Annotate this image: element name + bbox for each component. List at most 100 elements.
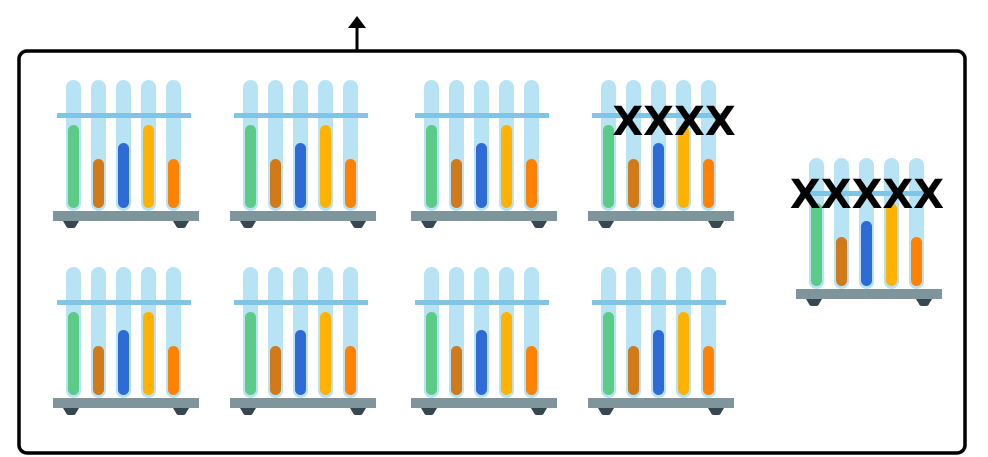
- test-tube: [474, 267, 489, 398]
- test-tube: [66, 80, 81, 211]
- tube-liquid: [703, 159, 714, 208]
- tube-liquid: [143, 125, 154, 208]
- rack-foot: [598, 221, 614, 228]
- tube-liquid: [603, 312, 614, 395]
- tube-liquid: [345, 159, 356, 208]
- test-tube: [524, 267, 539, 398]
- tube-liquid: [653, 330, 664, 395]
- test-tube: [499, 80, 514, 211]
- rack-foot: [240, 408, 256, 415]
- rack-bar: [57, 113, 191, 118]
- rack-bar: [234, 300, 368, 305]
- rack-foot: [63, 221, 79, 228]
- tube-liquid: [426, 312, 437, 395]
- test-tube: [701, 267, 716, 398]
- tube-liquid: [245, 312, 256, 395]
- tube-liquid: [143, 312, 154, 395]
- rack-stand: [53, 211, 199, 221]
- test-tube: [293, 267, 308, 398]
- test-tube: [676, 267, 691, 398]
- test-tube: [474, 80, 489, 211]
- rack-foot: [708, 221, 724, 228]
- tube-liquid: [628, 346, 639, 395]
- test-tube: [91, 80, 106, 211]
- test-tube-rack: [411, 267, 557, 415]
- test-tube: [424, 80, 439, 211]
- tube-liquid: [836, 237, 847, 286]
- tube-liquid: [118, 143, 129, 208]
- tube-liquid: [345, 346, 356, 395]
- tube-liquid: [451, 346, 462, 395]
- tube-liquid: [320, 312, 331, 395]
- test-tube-rack: [230, 80, 376, 228]
- rack-foot: [421, 221, 437, 228]
- test-tube: [141, 267, 156, 398]
- rack-foot: [531, 221, 547, 228]
- rack-stand: [230, 398, 376, 408]
- test-tube: [116, 80, 131, 211]
- test-tube: [651, 267, 666, 398]
- rack-stand: [53, 398, 199, 408]
- test-tube: [318, 267, 333, 398]
- racks-layer: XXXXXXXXX: [53, 80, 944, 415]
- tube-liquid: [526, 346, 537, 395]
- rack-foot: [421, 408, 437, 415]
- tube-liquid: [501, 125, 512, 208]
- tube-liquid: [451, 159, 462, 208]
- rack-foot: [806, 299, 822, 306]
- rack-foot: [708, 408, 724, 415]
- tube-liquid: [295, 330, 306, 395]
- rack-foot: [173, 221, 189, 228]
- tube-liquid: [526, 159, 537, 208]
- rack-bar: [415, 300, 549, 305]
- rack-bar: [592, 300, 726, 305]
- test-tube: [91, 267, 106, 398]
- test-tube: [343, 267, 358, 398]
- test-tube: [166, 80, 181, 211]
- rack-stand: [588, 398, 734, 408]
- test-tube-rack: [230, 267, 376, 415]
- test-tube-rack: [588, 267, 734, 415]
- tube-liquid: [295, 143, 306, 208]
- test-tube: [166, 267, 181, 398]
- tube-liquid: [270, 159, 281, 208]
- rack-bar: [57, 300, 191, 305]
- rack-stand: [411, 398, 557, 408]
- test-tube: [318, 80, 333, 211]
- tube-liquid: [426, 125, 437, 208]
- tube-liquid: [168, 159, 179, 208]
- rack-foot: [173, 408, 189, 415]
- tube-liquid: [628, 159, 639, 208]
- test-tube: [626, 267, 641, 398]
- test-tube-rack: [53, 80, 199, 228]
- rack-stand: [411, 211, 557, 221]
- rack-foot: [531, 408, 547, 415]
- tube-liquid: [245, 125, 256, 208]
- rack-foot: [916, 299, 932, 306]
- tube-liquid: [118, 330, 129, 395]
- tube-liquid: [476, 330, 487, 395]
- tube-liquid: [678, 312, 689, 395]
- tube-liquid: [501, 312, 512, 395]
- test-tube: [243, 80, 258, 211]
- rack-bar: [234, 113, 368, 118]
- test-tube: [116, 267, 131, 398]
- test-tube: [268, 80, 283, 211]
- tube-liquid: [320, 125, 331, 208]
- tube-liquid: [476, 143, 487, 208]
- tube-liquid: [93, 159, 104, 208]
- test-tube: [601, 267, 616, 398]
- tube-liquid: [93, 346, 104, 395]
- test-tube: [141, 80, 156, 211]
- rack-bar: [415, 113, 549, 118]
- rack-foot: [598, 408, 614, 415]
- rack-foot: [63, 408, 79, 415]
- strike-mark: XXXXX: [790, 172, 944, 218]
- strike-mark: XXXX: [612, 99, 736, 145]
- test-tube: [66, 267, 81, 398]
- tube-liquid: [861, 221, 872, 286]
- test-tube: [243, 267, 258, 398]
- tube-liquid: [270, 346, 281, 395]
- rack-stand: [796, 289, 942, 299]
